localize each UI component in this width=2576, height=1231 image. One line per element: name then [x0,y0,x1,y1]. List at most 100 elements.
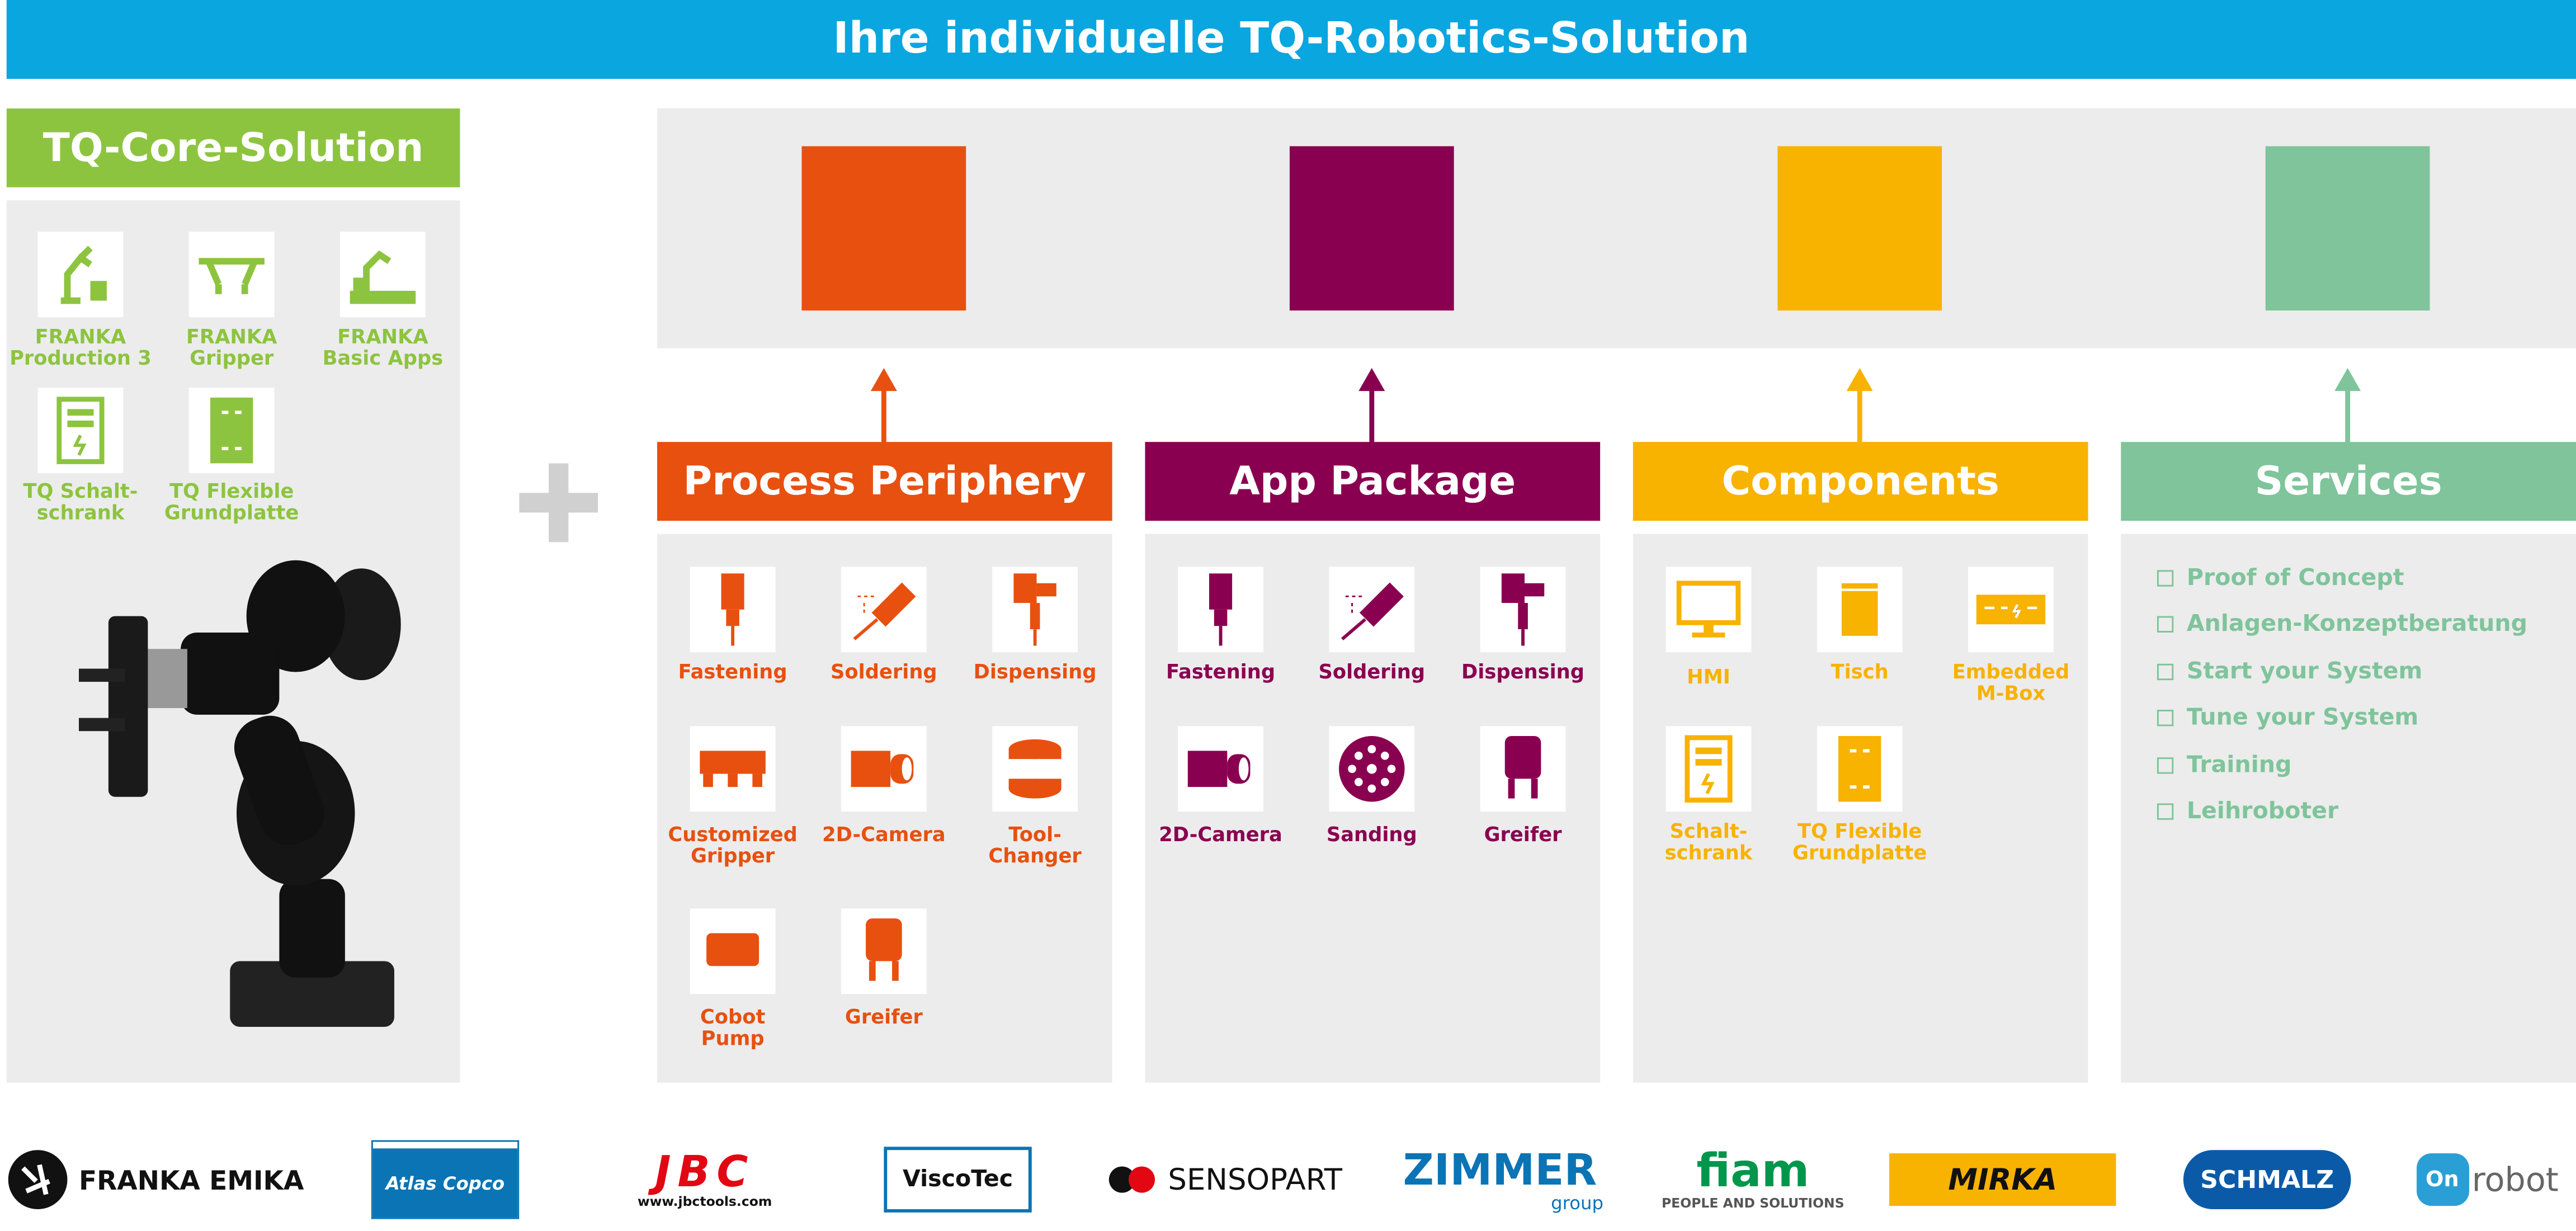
arrow-up-icon [870,368,897,444]
logo-text: MIRKA [1948,1162,2058,1197]
service-label: Anlagen-Konzeptberatung [2186,611,2528,638]
item-label: 2D-Camera [1159,823,1282,846]
logo-subtext: www.jbctools.com [637,1194,772,1209]
banner-title: Ihre individuelle TQ-Robotics-Solution [833,15,1750,64]
fiam-logo: fiam PEOPLE AND SOLUTIONS [1656,1144,1850,1216]
control-cabinet-icon [1666,726,1752,812]
column-title: Process Periphery [683,458,1087,504]
greifer-icon [1480,726,1566,812]
logo-text: robot [2471,1159,2559,1200]
jbc-logo: JBC www.jbctools.com [601,1144,808,1216]
services-header: Services [2121,442,2576,521]
logo-text: JBC [655,1147,755,1197]
logo-subtext: group [1551,1192,1603,1214]
service-item: Training [2157,748,2527,781]
item-label: HMI [1687,665,1730,688]
yellow-square [1777,146,1942,311]
services-panel [2121,534,2576,1083]
checkbox-icon [2157,570,2174,587]
robot-arm-icon [37,232,124,317]
column-title: Services [2254,458,2442,504]
dispenser-icon [992,567,1078,653]
franka-emika-logo: FRANKA EMIKA [7,1144,319,1216]
process-periphery-header: Process Periphery [657,442,1112,521]
custom-gripper-icon [690,726,776,812]
sanding-disc-icon [1329,726,1415,812]
item-label: Schalt- schrank [1664,819,1753,865]
checkbox-icon [2157,663,2174,680]
pump-icon [690,908,776,994]
control-cabinet-icon [37,388,124,473]
service-label: Leihroboter [2186,798,2339,825]
logo-subtext: PEOPLE AND SOLUTIONS [1661,1196,1844,1211]
soldering-iron-icon [1329,567,1415,653]
service-label: Tune your System [2186,705,2419,732]
core-solution-title: TQ-Core-Solution [43,125,424,171]
logo-text: On [2426,1167,2459,1192]
greifer-icon [841,908,927,994]
plus-icon [519,463,598,543]
logo-text: FRANKA EMIKA [79,1164,304,1196]
onrobot-logo: On robot [2408,1144,2566,1216]
item-label: Sanding [1326,823,1417,846]
table-icon [1817,567,1903,653]
item-label: Greifer [844,1005,923,1029]
app-package-header: App Package [1145,442,1601,521]
item-label: Dispensing [973,660,1097,683]
arrows [870,368,2361,444]
base-plate-icon [188,388,275,473]
checkbox-icon [2157,616,2174,634]
service-item: Start your System [2157,655,2527,688]
service-item: Proof of Concept [2157,562,2527,595]
service-label: Start your System [2186,658,2423,685]
soldering-iron-icon [841,567,927,653]
atlas-copco-logo: Atlas Copco [371,1140,520,1219]
orange-square [801,146,966,311]
robot-arm-illustration [79,560,401,1027]
logo-text: SCHMALZ [2200,1164,2334,1195]
item-label: 2D-Camera [822,823,946,846]
item-label: Greifer [1484,823,1562,846]
core-item-label: FRANKA Gripper [186,325,277,370]
item-label: Tisch [1830,660,1889,683]
screwdriver-icon [690,567,776,653]
item-label: Customized Gripper [668,823,798,867]
viscotec-logo: ViscoTec [884,1144,1032,1216]
m-box-icon [1968,567,2054,653]
item-label: Tool- Changer [988,823,1082,867]
service-item: Anlagen-Konzeptberatung [2157,609,2527,642]
logo-text: Atlas Copco [385,1172,505,1194]
logo-text: ZIMMER [1403,1145,1597,1196]
tool-changer-icon [992,726,1078,812]
column-title: App Package [1229,458,1516,504]
franka-emika-icon [8,1150,68,1209]
arrow-up-icon [2334,368,2361,444]
schmalz-logo: SCHMALZ [2182,1144,2353,1216]
item-label: Soldering [831,660,937,683]
dispenser-icon [1480,567,1566,653]
service-item: Leihroboter [2157,795,2527,828]
column-title: Components [1721,458,1999,504]
checkbox-icon [2157,710,2174,727]
camera-icon [1178,726,1263,812]
sensopart-icon [1108,1166,1155,1193]
base-plate-icon [1817,726,1903,812]
item-label: Soldering [1318,660,1426,683]
core-solution-header: TQ-Core-Solution [6,108,460,187]
item-label: Cobot Pump [700,1005,766,1050]
arrow-up-icon [1358,368,1385,444]
components-header: Components [1633,442,2088,521]
item-label: Dispensing [1461,660,1585,683]
mirka-logo: MIRKA [1889,1144,2116,1216]
screwdriver-icon [1178,567,1263,653]
core-item-label: TQ Flexible Grundplatte [164,479,299,525]
page-banner: Ihre individuelle TQ-Robotics-Solution [6,0,2576,79]
service-label: Proof of Concept [2186,565,2404,592]
core-item-label: FRANKA Basic Apps [322,325,444,370]
arrow-up-icon [1846,368,1873,444]
service-item: Tune your System [2157,702,2527,735]
checkbox-icon [2157,756,2174,773]
sensopart-logo: SENSOPART [1088,1144,1361,1216]
solution-band [657,108,2576,348]
